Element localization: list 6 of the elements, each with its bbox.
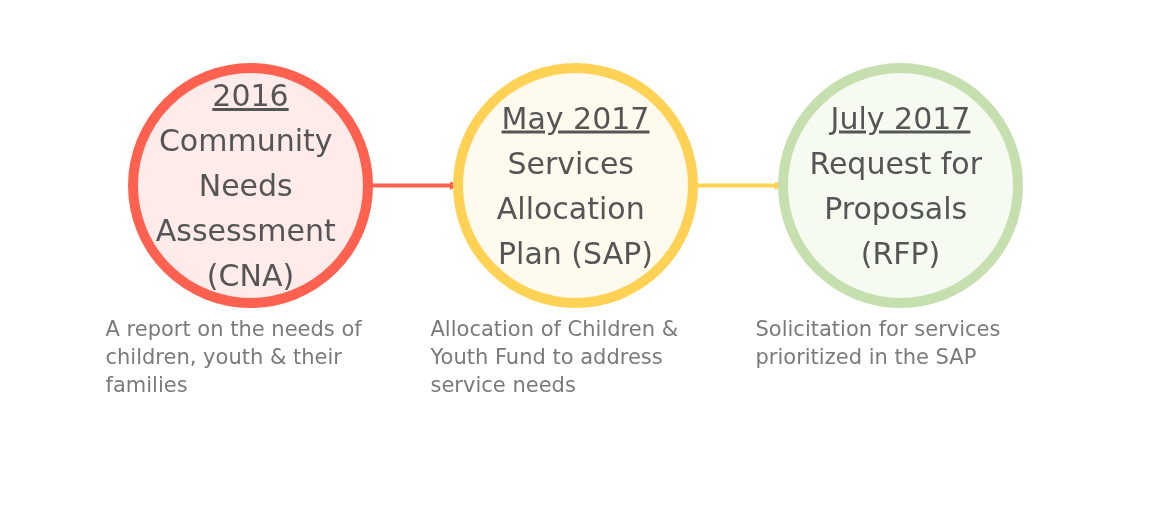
node-circle: July 2017 Request for Proposals (RFP) xyxy=(778,62,1023,308)
node-description: Solicitation for services prioritized in the SAP xyxy=(755,315,1002,371)
node-description: A report on the needs of children, youth & their families xyxy=(105,315,363,400)
node-description: Allocation of Children & Youth Fund to address service needs xyxy=(430,315,680,400)
node-circle: 2016 Community Needs Assessment (CNA) xyxy=(128,62,373,308)
node-circle: May 2017 Services Allocation Plan (SAP) xyxy=(453,62,698,308)
